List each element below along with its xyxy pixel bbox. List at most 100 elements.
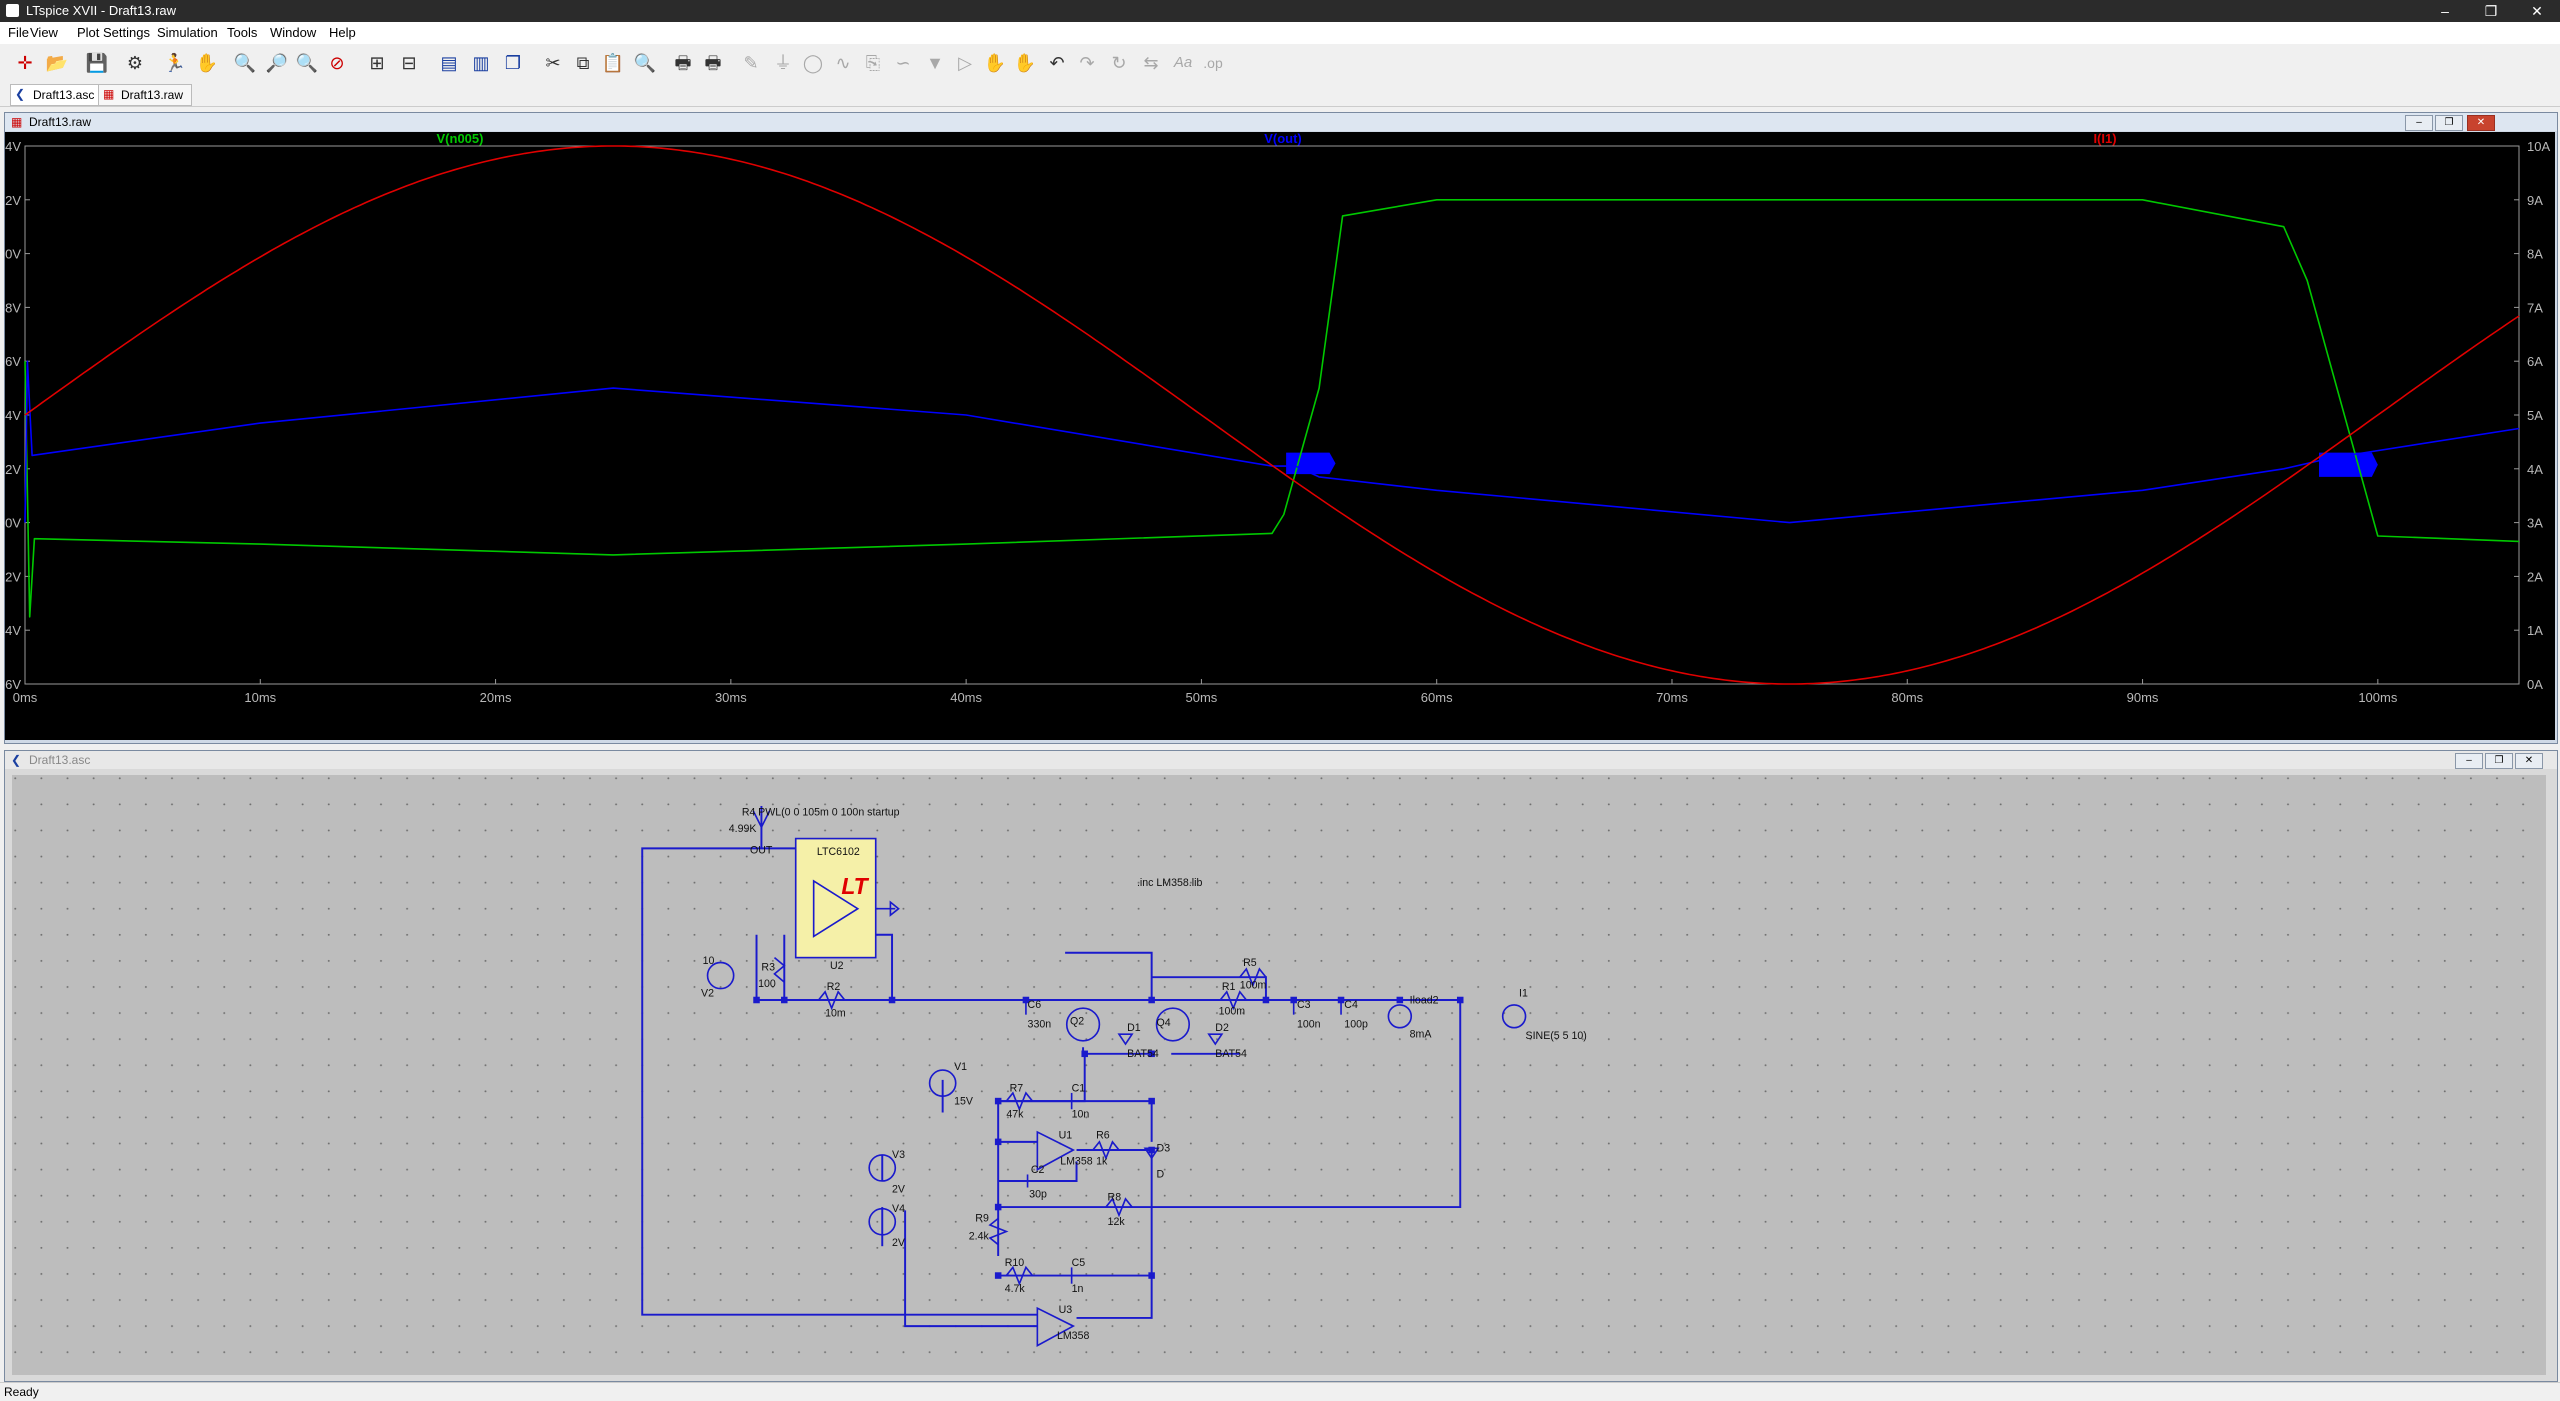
tab-draft13-asc[interactable]: ❮ Draft13.asc (10, 84, 104, 106)
schematic-label[interactable]: D (1157, 1169, 1165, 1181)
schematic-label[interactable]: 100m (1219, 1006, 1246, 1018)
autorange-icon[interactable]: ⊞ (369, 53, 385, 73)
schematic-label[interactable]: V3 (892, 1149, 905, 1161)
schematic-label[interactable]: 2V (892, 1237, 906, 1249)
control-panel-icon[interactable]: ⚙ (126, 53, 144, 73)
schematic-label[interactable]: D1 (1127, 1022, 1141, 1034)
schematic-label[interactable]: C5 (1072, 1257, 1086, 1269)
schematic-label[interactable]: R9 (975, 1213, 989, 1225)
undo-icon[interactable]: ↶ (1049, 53, 1065, 73)
mirror-icon[interactable]: ⇆ (1143, 53, 1159, 73)
schematic-label[interactable]: Iload2 (1410, 994, 1439, 1006)
schematic-canvas[interactable]: LT PWL(0 0 105m 0 100n startupR44.99KOUT… (12, 775, 2546, 1375)
schematic-label[interactable]: I1 (1519, 988, 1528, 1000)
print-icon[interactable]: 🖶 (674, 53, 692, 73)
tab-draft13-raw[interactable]: ▦ Draft13.raw (98, 84, 193, 106)
schematic-label[interactable]: R3 (761, 962, 775, 974)
schematic-label[interactable]: 330n (1028, 1019, 1052, 1031)
schematic-label[interactable]: C4 (1344, 999, 1358, 1011)
restore-button[interactable]: ❐ (2484, 3, 2498, 19)
wire-icon[interactable]: ✎ (743, 53, 759, 73)
schematic-label[interactable]: OUT (750, 844, 773, 856)
schematic-label[interactable]: R6 (1096, 1130, 1110, 1142)
zoom-in-icon[interactable]: 🔍 (233, 53, 257, 73)
schematic-label[interactable]: Q4 (1157, 1017, 1171, 1029)
schematic-label[interactable]: C3 (1297, 999, 1311, 1011)
minimize-button[interactable]: – (2441, 3, 2449, 19)
text-icon[interactable]: Aa (1173, 54, 1193, 71)
copy-icon[interactable]: ⧉ (576, 53, 590, 73)
schematic-label[interactable]: R10 (1005, 1257, 1025, 1269)
legend-entry-2[interactable]: I(I1) (2093, 132, 2116, 146)
zoom-out-icon[interactable]: 🔍 (295, 53, 319, 73)
open-icon[interactable]: 📂 (45, 53, 69, 73)
move-icon[interactable]: ✋ (983, 53, 1007, 73)
schematic-label[interactable]: U3 (1059, 1304, 1073, 1316)
schematic-label[interactable]: D2 (1215, 1022, 1229, 1034)
schematic-label[interactable]: 100n (1297, 1019, 1321, 1031)
redo-icon[interactable]: ↷ (1079, 53, 1095, 73)
plot-minimize-button[interactable]: – (2405, 115, 2433, 131)
schematic-label[interactable]: LM358 (1057, 1330, 1090, 1342)
schematic-label[interactable]: 10 (703, 955, 715, 967)
paste-icon[interactable]: 📋 (601, 53, 625, 73)
schematic-label[interactable]: C6 (1028, 999, 1042, 1011)
schematic-label[interactable]: 10n (1072, 1108, 1090, 1120)
menu-plot-settings[interactable]: Plot Settings (77, 25, 150, 40)
ground-icon[interactable]: ⏚ (774, 53, 792, 73)
schematic-label[interactable]: C2 (1031, 1164, 1045, 1176)
schematic-label[interactable]: V4 (892, 1203, 905, 1215)
menu-simulation[interactable]: Simulation (157, 25, 218, 40)
schematic-label[interactable]: Q2 (1070, 1015, 1084, 1027)
schematic-label[interactable]: 15V (954, 1095, 974, 1107)
legend-entry-0[interactable]: V(n005) (437, 132, 484, 146)
drag-icon[interactable]: ✋ (1013, 53, 1037, 73)
halt-icon[interactable]: ✋ (195, 53, 219, 73)
rotate-icon[interactable]: ↻ (1111, 53, 1127, 73)
schematic-label[interactable]: R8 (1108, 1192, 1122, 1204)
schematic-restore-button[interactable]: ❐ (2485, 753, 2513, 769)
schematic-label[interactable]: .inc LM358.lib (1137, 877, 1203, 889)
schematic-label[interactable]: V2 (701, 988, 714, 1000)
mark-units-icon[interactable]: ⊟ (401, 53, 417, 73)
schematic-label[interactable]: 10m (825, 1007, 846, 1019)
schematic-label[interactable]: C1 (1072, 1082, 1086, 1094)
schematic-label[interactable]: PWL(0 0 105m 0 100n startup (758, 807, 900, 819)
tile-vertical-icon[interactable]: ▥ (472, 53, 490, 73)
save-icon[interactable]: 💾 (85, 53, 109, 73)
schematic-label[interactable]: 1k (1096, 1156, 1108, 1168)
close-button[interactable]: ✕ (2531, 3, 2543, 19)
menu-view[interactable]: View (30, 25, 58, 40)
schematic-label[interactable]: 100p (1344, 1019, 1368, 1031)
label-icon[interactable]: ◯ (802, 53, 824, 73)
menu-file[interactable]: File (8, 25, 29, 40)
plot-close-button[interactable]: ✕ (2467, 115, 2495, 131)
schematic-label[interactable]: 8mA (1410, 1029, 1433, 1041)
find-icon[interactable]: 🔍 (633, 53, 657, 73)
schematic-label[interactable]: 100m (1240, 980, 1267, 992)
schematic-label[interactable]: 4.99K (729, 823, 757, 835)
schematic-label[interactable]: U2 (830, 960, 844, 972)
tile-horizontal-icon[interactable]: ▤ (440, 53, 458, 73)
schematic-label[interactable]: R1 (1222, 981, 1236, 993)
cut-icon[interactable]: ✂ (545, 53, 561, 73)
component-icon[interactable]: ▷ (958, 53, 972, 73)
schematic-label[interactable]: 4.7k (1005, 1283, 1026, 1295)
print-setup-icon[interactable]: 🖶 (704, 53, 722, 73)
new-schematic-icon[interactable]: ✛ (17, 53, 33, 73)
schematic-label[interactable]: SINE(5 5 10) (1526, 1030, 1587, 1042)
schematic-label[interactable]: LM358 (1060, 1156, 1093, 1168)
zoom-area-icon[interactable]: 🔎 (265, 53, 289, 73)
schematic-label[interactable]: 12k (1108, 1216, 1126, 1228)
diode-icon[interactable]: ▼ (926, 53, 944, 73)
capacitor-icon[interactable]: ⎘ (865, 53, 881, 73)
schematic-label[interactable]: 2.4k (969, 1231, 990, 1243)
schematic-label[interactable]: U1 (1059, 1130, 1073, 1142)
cascade-icon[interactable]: ❐ (504, 53, 522, 73)
menu-window[interactable]: Window (270, 25, 317, 40)
schematic-label[interactable]: 30p (1029, 1188, 1047, 1200)
schematic-label[interactable]: R5 (1243, 957, 1257, 969)
schematic-label[interactable]: R7 (1010, 1082, 1024, 1094)
schematic-label[interactable]: 2V (892, 1183, 906, 1195)
schematic-label[interactable]: R2 (827, 981, 841, 993)
